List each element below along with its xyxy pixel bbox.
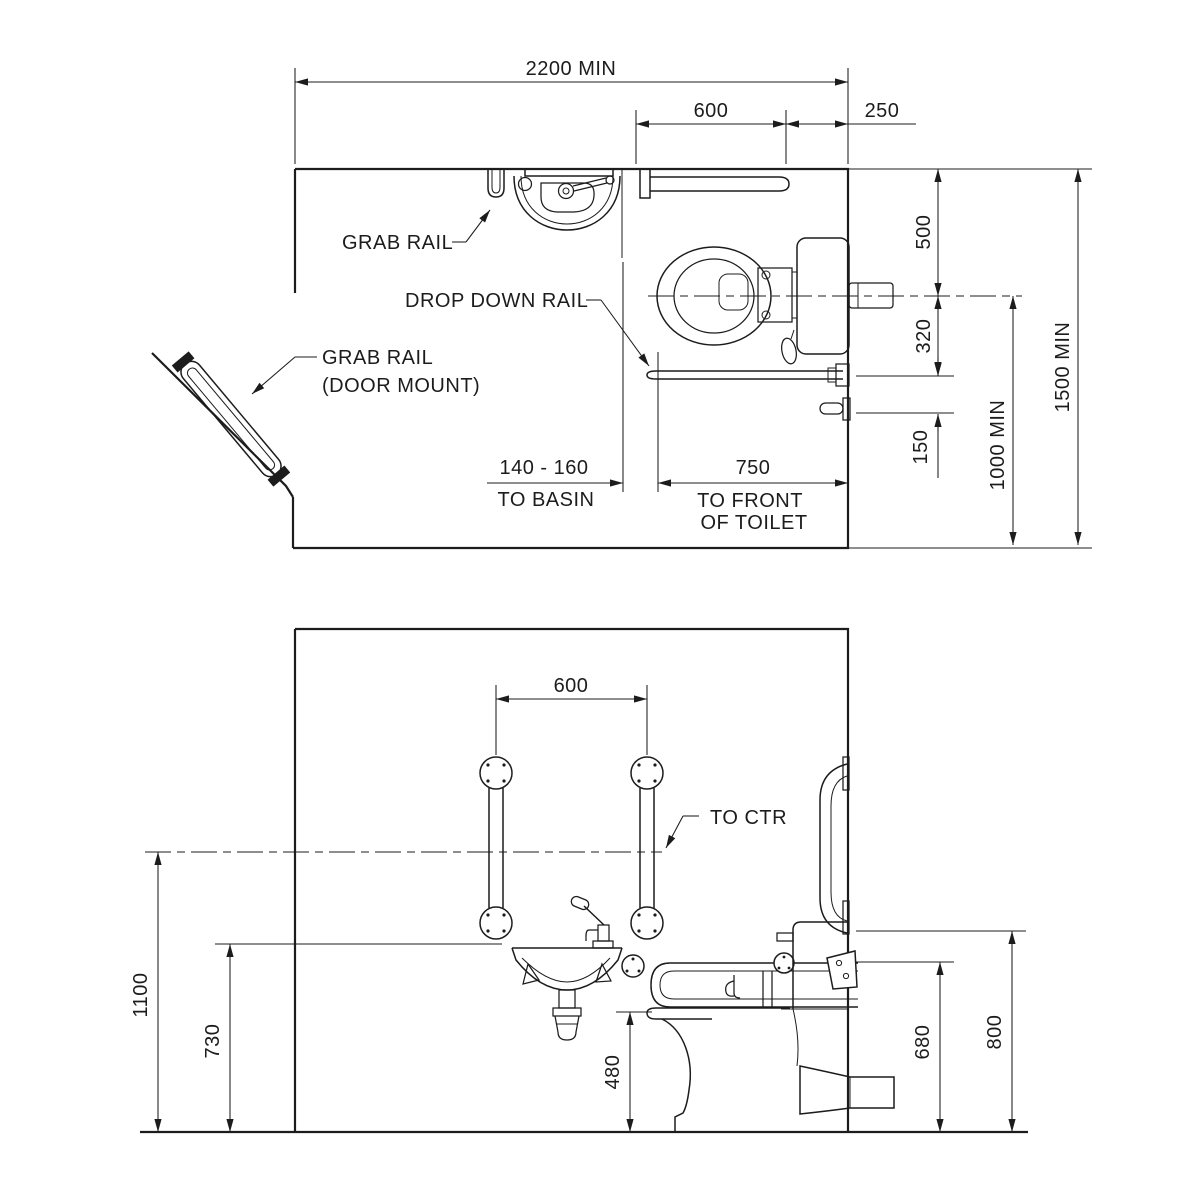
- elev-vertical-rail-left: [479, 756, 513, 940]
- elev-bottle-trap: [552, 989, 582, 1041]
- dim-text-1500: 1500 MIN: [1052, 322, 1074, 413]
- dim-text-1000: 1000 MIN: [987, 400, 1009, 491]
- plan-basin: [513, 168, 623, 258]
- plan-label-grab-rail: GRAB RAIL: [342, 209, 491, 254]
- plan-roll-holder: [819, 397, 851, 421]
- plan-grab-rail-top: [639, 169, 790, 199]
- plan-label-drop-down-rail: DROP DOWN RAIL: [405, 290, 650, 367]
- dim-text-rail-spacing: 600: [554, 675, 589, 697]
- plan-tap-lever: [572, 177, 608, 192]
- elev-rail-wall-plate: [826, 950, 858, 990]
- plan-dim-overall-width: 2200 MIN: [294, 58, 849, 164]
- label-grab-rail: GRAB RAIL: [342, 232, 453, 254]
- plan-dim-500: 500: [913, 169, 942, 296]
- plan-door-leaf: [151, 352, 294, 498]
- dim-text-730: 730: [202, 1024, 224, 1059]
- dim-text-500: 500: [913, 215, 935, 250]
- plan-door-grab-rail: [171, 351, 291, 487]
- dim-text-overall-width: 2200 MIN: [526, 58, 617, 80]
- plan-drop-down-rail: [646, 363, 850, 387]
- elev-dim-730: 730: [202, 943, 502, 1132]
- dim-text-800: 800: [984, 1015, 1006, 1050]
- dim-text-750: 750: [736, 457, 771, 479]
- elev-soil-pipe: [799, 1065, 895, 1115]
- plan-dim-1500: 1500 MIN: [1052, 169, 1082, 545]
- elev-toilet: [646, 921, 895, 1132]
- plan-soap-fitting: [517, 176, 533, 192]
- elev-dim-680: 680: [856, 961, 954, 1132]
- plan-flush-pipe: [781, 337, 797, 365]
- dim-text-480: 480: [602, 1055, 624, 1090]
- dim-text-rail-to-corner: 250: [865, 100, 900, 122]
- dim-text-750-note2: OF TOILET: [700, 512, 807, 534]
- plan-vertical-rail-stub: [487, 169, 505, 198]
- dim-text-320: 320: [913, 319, 935, 354]
- elev-seat: [646, 1007, 790, 1020]
- elev-paper-holder: [733, 975, 741, 999]
- elev-label-to-ctr: TO CTR: [665, 807, 787, 849]
- door-rail-bracket-top: [171, 351, 195, 373]
- dim-text-1100: 1100: [130, 972, 152, 1017]
- plan-dim-150: 150: [910, 357, 942, 478]
- plan-extension-lines-right: [848, 168, 1092, 549]
- plan-label-door-rail: GRAB RAIL (DOOR MOUNT): [251, 347, 480, 397]
- dim-text-150: 150: [910, 430, 932, 465]
- elev-dim-800: 800: [856, 930, 1026, 1132]
- elev-cistern: [792, 921, 848, 1009]
- elev-flush-lever: [776, 932, 794, 942]
- elevation-view: 600 TO CTR: [130, 627, 1028, 1134]
- elev-side-wall-rail: [819, 756, 850, 935]
- plan-dim-1000: 1000 MIN: [987, 296, 1017, 545]
- dim-text-basin-clearance: 140 - 160: [499, 457, 588, 479]
- door-rail-bracket-bottom: [267, 465, 291, 487]
- label-to-ctr: TO CTR: [710, 807, 787, 829]
- plan-tap: [557, 182, 575, 200]
- dim-text-basin-note: TO BASIN: [498, 489, 595, 511]
- elev-vertical-rail-right: [630, 756, 664, 940]
- label-door-rail-line1: GRAB RAIL: [322, 347, 433, 369]
- plan-dim-bottom: 140 - 160 TO BASIN 750 TO FRONT OF TOILE…: [487, 262, 848, 534]
- elev-tap: [570, 895, 614, 949]
- plan-dim-rail: 600 250: [635, 100, 916, 164]
- dim-text-750-note1: TO FRONT: [697, 490, 803, 512]
- elev-basin: [511, 895, 623, 1041]
- elev-pan-front: [661, 1018, 691, 1132]
- elev-dim-600: 600: [495, 675, 648, 755]
- dim-text-rail-length: 600: [694, 100, 729, 122]
- elev-dim-1100: 1100: [130, 852, 162, 1132]
- elev-drop-down-rail: [621, 950, 858, 1008]
- plan-view: 2200 MIN 600 250 500 320 150: [151, 58, 1092, 550]
- elev-dim-480: 480: [602, 1011, 652, 1132]
- dim-text-680: 680: [912, 1025, 934, 1060]
- plan-seat-hinge: [757, 267, 793, 323]
- label-door-rail-line2: (DOOR MOUNT): [322, 375, 480, 397]
- label-drop-down-rail: DROP DOWN RAIL: [405, 290, 588, 312]
